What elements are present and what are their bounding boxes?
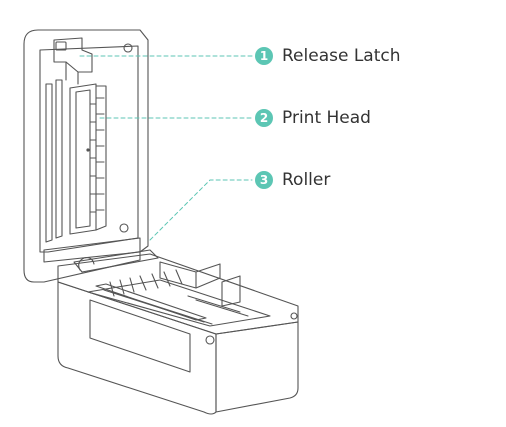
number-badge-icon: 3 [255, 171, 273, 189]
lid-side-rail [45, 79, 63, 243]
paper-compartment [87, 279, 271, 327]
callout-release-latch: 1 Release Latch [255, 45, 401, 67]
callout-roller: 3 Roller [255, 169, 330, 191]
release-latch [53, 37, 93, 73]
leader-line-roller [149, 179, 253, 241]
latch-arm [65, 61, 79, 85]
callout-label-release-latch: Release Latch [282, 46, 401, 66]
paper-guide-right [221, 275, 241, 307]
base-front-face [57, 281, 217, 415]
callout-print-head: 2 Print Head [255, 107, 371, 129]
number-badge-icon: 1 [255, 47, 273, 65]
printer-base [57, 249, 299, 415]
printer-lid [23, 29, 149, 283]
number-badge-icon: 2 [255, 109, 273, 127]
base-front-window [89, 299, 191, 373]
callout-label-roller: Roller [282, 170, 331, 190]
callout-label-print-head: Print Head [282, 108, 371, 128]
base-right-face [215, 321, 299, 413]
lid-inner-panel [39, 45, 139, 253]
lid-screw-top [123, 43, 133, 53]
base-knob [290, 312, 298, 320]
lid-screw-bottom [119, 223, 129, 233]
paper-guide-left [159, 261, 221, 289]
print-head [69, 83, 107, 235]
roller-shaft-end [205, 335, 215, 345]
leader-lines [79, 55, 253, 241]
latch-detail [55, 41, 67, 51]
roller [73, 249, 249, 325]
